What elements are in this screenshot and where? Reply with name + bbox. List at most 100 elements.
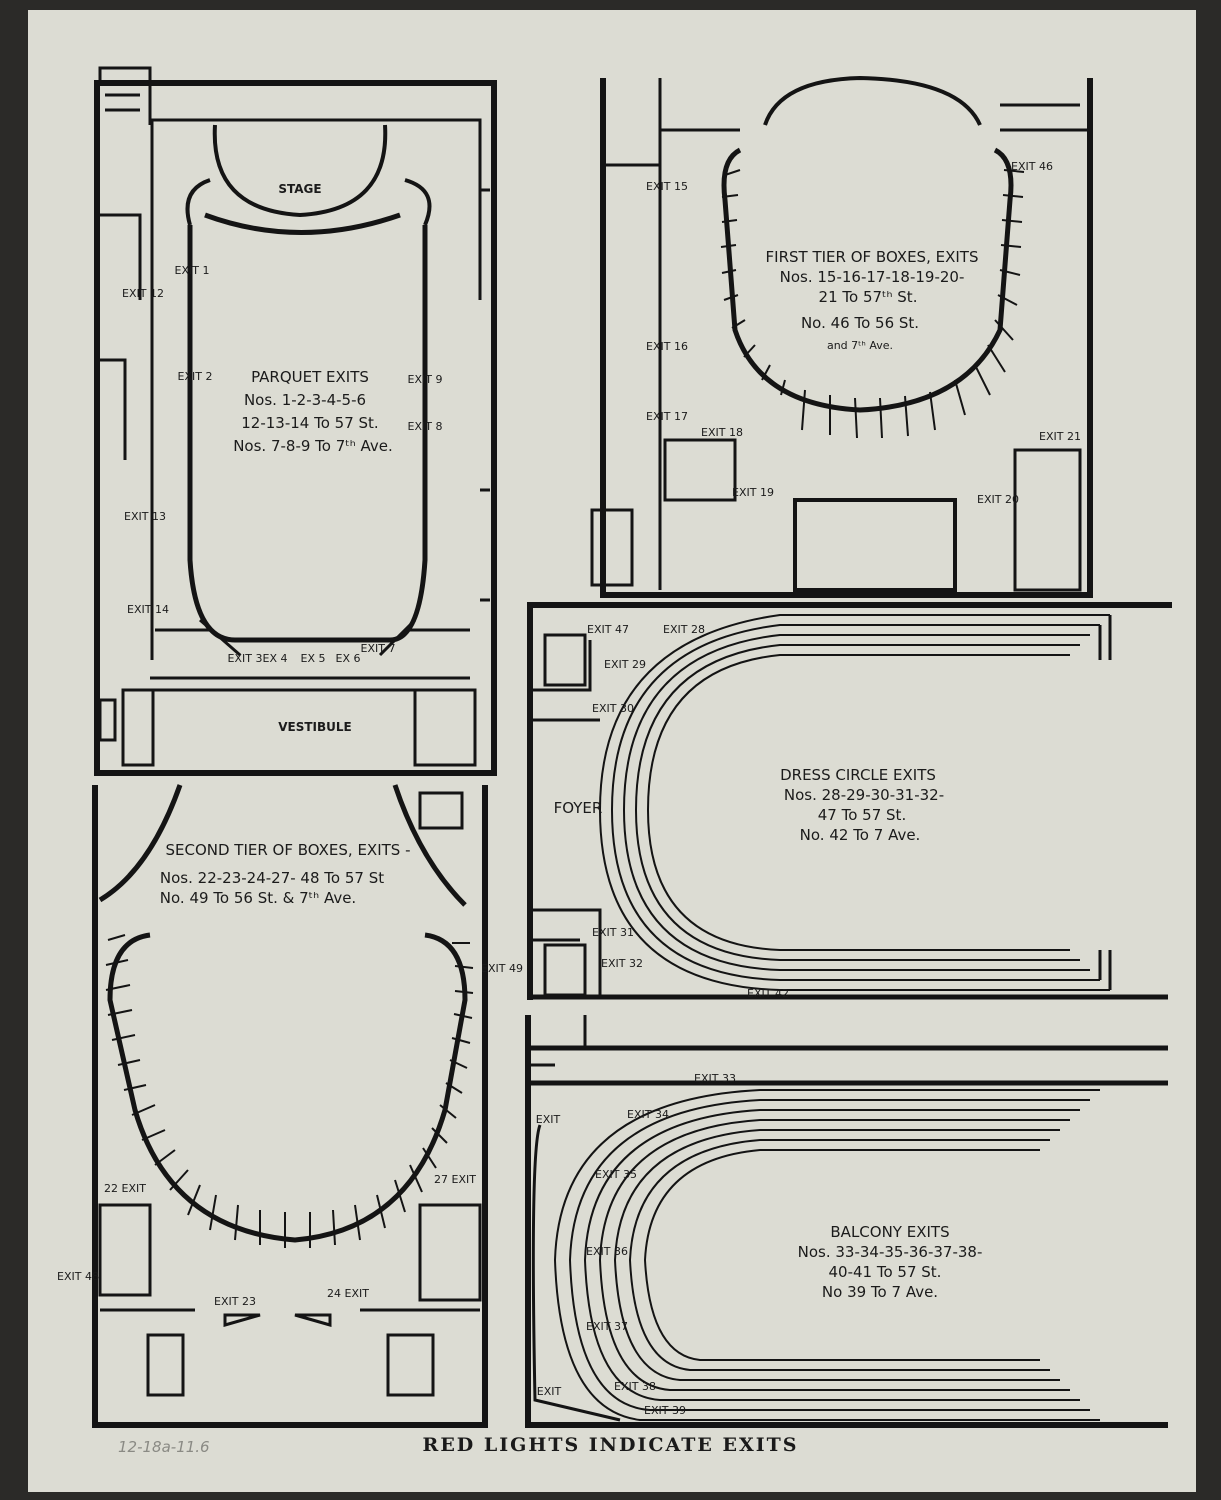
second-tier-stair-right bbox=[418, 1203, 482, 1302]
balcony-inner-wall bbox=[531, 1124, 621, 1422]
exit-32-label: EXIT 32 bbox=[601, 957, 643, 970]
second-tier-stair-left bbox=[98, 1203, 152, 1297]
parquet-line3: Nos. 7-8-9 To 7ᵗʰ Ave. bbox=[233, 437, 393, 455]
second-tier-stair-bottom-right bbox=[386, 1333, 435, 1397]
exit-41-label: EXIT bbox=[537, 1385, 562, 1398]
dress-circle-stair-top bbox=[543, 633, 587, 687]
first-tier-line2: 21 To 57ᵗʰ St. bbox=[819, 288, 918, 306]
exit-16-label: EXIT 16 bbox=[646, 340, 688, 353]
exit-13-label: EXIT 13 bbox=[124, 510, 166, 523]
exit-1-label: EXIT 1 bbox=[175, 264, 210, 277]
exit-42-label: EXIT 42 bbox=[747, 987, 789, 1000]
balcony-line2: 40-41 To 57 St. bbox=[829, 1263, 942, 1281]
first-tier-center-room bbox=[793, 498, 957, 592]
balcony-top-corridor bbox=[528, 1045, 1168, 1086]
exit-12-label: EXIT 12 bbox=[122, 287, 164, 300]
exit-2-label: EXIT 2 bbox=[178, 370, 213, 383]
first-tier-stair-right bbox=[1013, 448, 1082, 592]
exit-47-label: EXIT 47 bbox=[587, 623, 629, 636]
dress-circle-side-walls bbox=[530, 640, 602, 995]
second-tier-box-outline bbox=[107, 932, 468, 1243]
parquet-title: PARQUET EXITS bbox=[251, 368, 369, 386]
vestibule-stair-right bbox=[413, 688, 477, 767]
exit-49-label: EXIT 49 bbox=[481, 962, 523, 975]
exit-34-label: EXIT 34 bbox=[627, 1108, 669, 1121]
dress-circle-line2: 47 To 57 St. bbox=[818, 806, 906, 824]
dress-circle-line3: No. 42 To 7 Ave. bbox=[800, 826, 921, 844]
exit-8-label: EXIT 8 bbox=[408, 420, 443, 433]
side-room bbox=[98, 698, 117, 742]
exit-35-label: EXIT 35 bbox=[595, 1168, 637, 1181]
first-tier-outer-wall bbox=[600, 78, 1093, 598]
parquet-line2: 12-13-14 To 57 St. bbox=[241, 414, 378, 432]
exit-27-label: 27 EXIT bbox=[434, 1173, 476, 1186]
stage-corners bbox=[185, 178, 432, 226]
balcony-outer-wall bbox=[525, 1015, 1168, 1428]
exit-19-label: EXIT 19 bbox=[732, 486, 774, 499]
first-tier-stair-lower bbox=[590, 508, 634, 587]
dress-circle-line1: Nos. 28-29-30-31-32- bbox=[784, 786, 944, 804]
first-tier-title: FIRST TIER OF BOXES, EXITS bbox=[766, 248, 979, 266]
exit-23-label: EXIT 23 bbox=[214, 1295, 256, 1308]
exit-21-label: EXIT 21 bbox=[1039, 430, 1081, 443]
exit-36-label: EXIT 36 bbox=[586, 1245, 628, 1258]
exit-3-label: EXIT 3 bbox=[228, 652, 263, 665]
exit-24-label: 24 EXIT bbox=[327, 1287, 369, 1300]
exit-29-label: EXIT 29 bbox=[604, 658, 646, 671]
exit-33-label: EXIT 33 bbox=[694, 1072, 736, 1085]
proscenium-arc bbox=[204, 212, 401, 235]
stage-label: STAGE bbox=[278, 182, 321, 196]
parquet-line1: Nos. 1-2-3-4-5-6 bbox=[244, 391, 366, 409]
dress-circle-stair-bottom bbox=[543, 943, 587, 997]
balcony-plan: BALCONY EXITS Nos. 33-34-35-36-37-38- 40… bbox=[525, 1015, 1168, 1428]
exit-4-label: EX 4 bbox=[263, 652, 288, 665]
parquet-seating-outline bbox=[187, 225, 428, 643]
first-tier-stair-left bbox=[663, 438, 737, 502]
first-tier-line1: Nos. 15-16-17-18-19-20- bbox=[780, 268, 965, 286]
page-sheet bbox=[28, 10, 1196, 1492]
exit-18-label: EXIT 18 bbox=[701, 426, 743, 439]
balcony-rows bbox=[553, 1089, 1100, 1421]
first-tier-box-outline bbox=[721, 147, 1014, 413]
exit-40-label: EXIT bbox=[536, 1113, 561, 1126]
vestibule-label: VESTIBULE bbox=[278, 720, 352, 734]
exit-14-label: EXIT 14 bbox=[127, 603, 169, 616]
second-tier-stage-curves bbox=[98, 784, 467, 907]
footer-caption: RED LIGHTS INDICATE EXITS bbox=[422, 1434, 799, 1456]
exit-31-label: EXIT 31 bbox=[592, 926, 634, 939]
dress-circle-rows bbox=[598, 614, 1110, 991]
exit-20-label: EXIT 20 bbox=[977, 493, 1019, 506]
dress-circle-plan: FOYER DRESS CIRCLE EXITS Nos. 28-29-30-3… bbox=[527, 602, 1172, 1000]
foyer-label: FOYER bbox=[554, 799, 603, 817]
exit-48-label: EXIT 48 bbox=[57, 1270, 99, 1283]
second-tier-line1: Nos. 22-23-24-27- 48 To 57 St bbox=[160, 869, 384, 887]
dress-circle-outer-wall bbox=[527, 602, 1172, 1000]
balcony-line1: Nos. 33-34-35-36-37-38- bbox=[798, 1243, 983, 1261]
parquet-outer-wall bbox=[94, 80, 497, 776]
parquet-rear-walls bbox=[150, 618, 470, 692]
first-tier-upper-walls bbox=[605, 78, 1090, 590]
exit-46-label: EXIT 46 bbox=[1011, 160, 1053, 173]
second-tier-lower-walls bbox=[100, 1000, 487, 1327]
second-tier-corner-room bbox=[418, 791, 464, 830]
exit-22-label: 22 EXIT bbox=[104, 1182, 146, 1195]
parquet-plan: STAGE VESTIBULE PARQUET EXITS Nos. 1-2-3… bbox=[94, 66, 497, 776]
second-tier-box-partitions bbox=[105, 934, 474, 1248]
pencil-note: 12-18a-11.6 bbox=[118, 1438, 210, 1456]
first-tier-plan: FIRST TIER OF BOXES, EXITS Nos. 15-16-17… bbox=[590, 75, 1093, 598]
exit-9-label: EXIT 9 bbox=[408, 373, 443, 386]
second-tier-title: SECOND TIER OF BOXES, EXITS - bbox=[165, 841, 410, 859]
second-tier-plan: SECOND TIER OF BOXES, EXITS - Nos. 22-23… bbox=[57, 784, 523, 1428]
exit-5-label: EX 5 bbox=[301, 652, 326, 665]
exit-39-label: EXIT 39 bbox=[644, 1404, 686, 1417]
exit-7-label: EXIT 7 bbox=[361, 642, 396, 655]
second-tier-stair-bottom-left bbox=[146, 1333, 185, 1397]
first-tier-box-partitions bbox=[720, 169, 1025, 439]
exit-17-label: EXIT 17 bbox=[646, 410, 688, 423]
first-tier-stage-arc bbox=[763, 75, 982, 126]
first-tier-line4: and 7ᵗʰ Ave. bbox=[827, 339, 893, 352]
parquet-upper-walls bbox=[98, 66, 482, 660]
balcony-top-walls bbox=[530, 1015, 587, 1067]
vestibule-stair-left bbox=[121, 688, 155, 767]
